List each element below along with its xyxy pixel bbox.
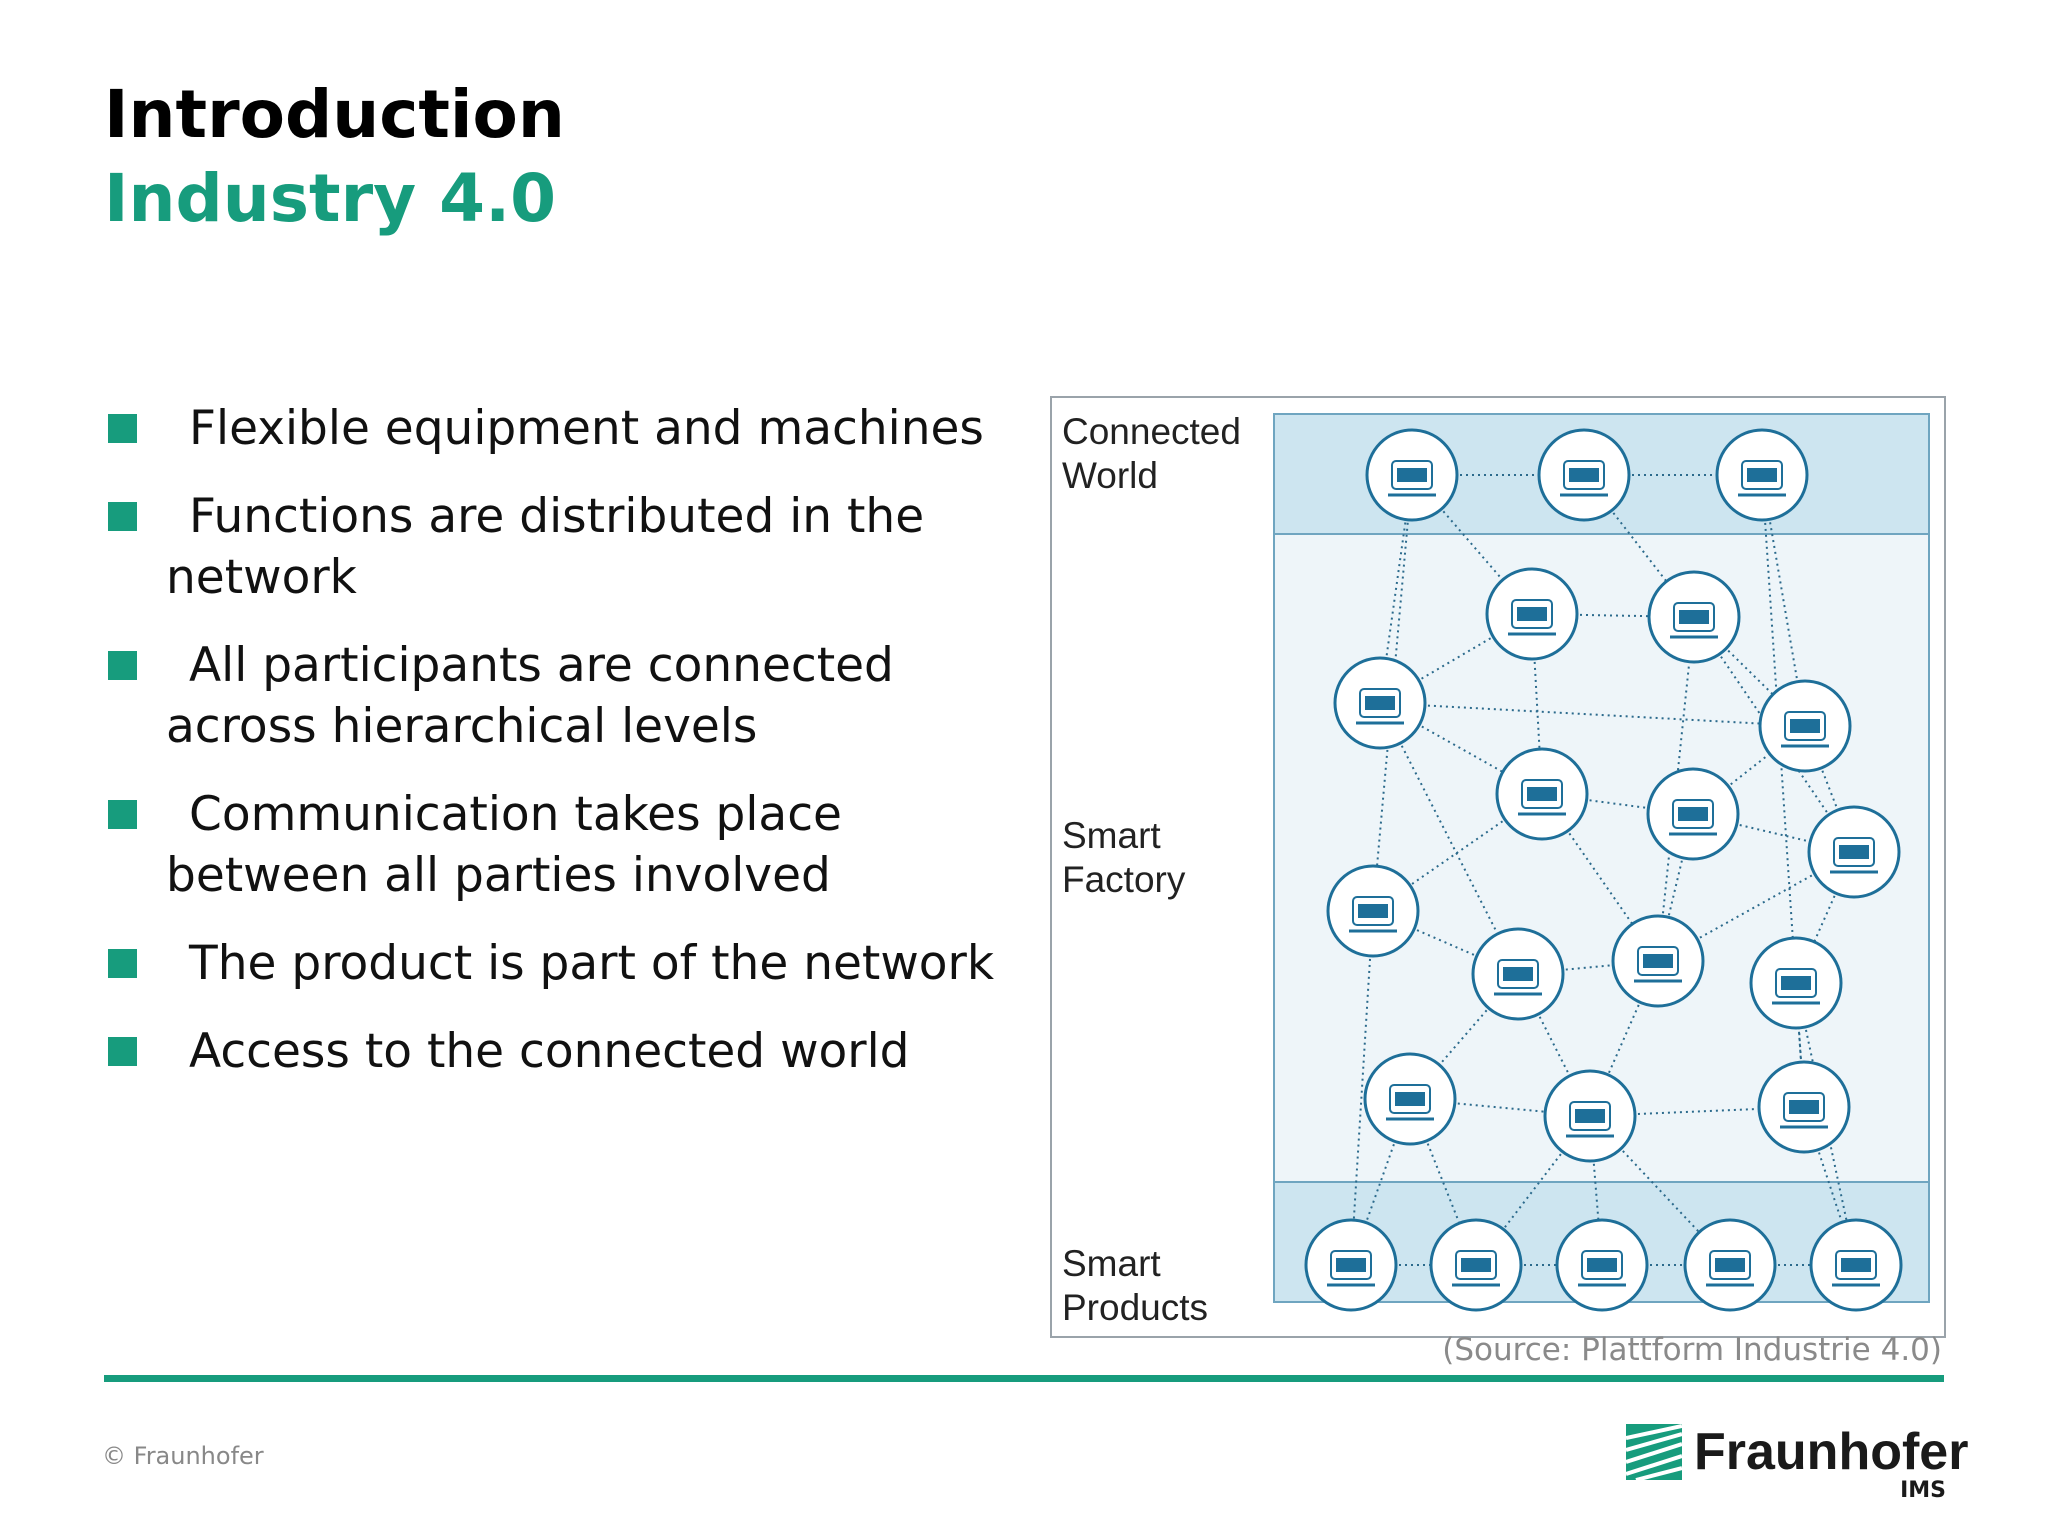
globe-icon [1537,428,1631,522]
laptop-chart-icon [1749,936,1843,1030]
bullet-square-icon [108,949,137,978]
bullet-square-icon [108,1037,137,1066]
bullet-item: The product is part of the network [108,933,1038,994]
car-icon [1809,1218,1903,1312]
bullet-item: Communication takes place between all pa… [108,784,1038,906]
factory-icon [1647,570,1741,664]
bullet-square-icon [108,502,137,531]
office-building-icon [1485,567,1579,661]
network-link [1350,910,1374,1266]
spreadsheet-icon [1471,927,1565,1021]
network-link [1379,702,1519,975]
footer-divider [104,1375,1944,1382]
engine-icon [1683,1218,1777,1312]
motor-icon [1363,1052,1457,1146]
industry-network-figure: Connected World Smart Factory Smart Prod… [1050,396,1946,1338]
robot-arm-conveyor-icon [1495,747,1589,841]
smart-factory-label: Smart Factory [1062,815,1186,900]
network-link [1589,1115,1731,1266]
refinery-icon [1758,679,1852,773]
cloud-circuit-icon [1365,428,1459,522]
figure-source-caption: (Source: Plattform Industrie 4.0) [1442,1332,1942,1368]
bullet-item: Access to the connected world [108,1021,1038,1082]
washing-machine-icon [1429,1218,1523,1312]
fraunhofer-logo: Fraunhofer IMS [1626,1410,1968,1503]
connected-world-label: Connected World [1062,411,1241,496]
network-link [1372,474,1413,912]
robot-cart-icon [1333,656,1427,750]
bullet-square-icon [108,414,137,443]
laptop-tools-icon [1326,864,1420,958]
network-link [1589,960,1659,1117]
network-diagram [1273,413,1930,1312]
idea-worker-icon [1611,914,1705,1008]
logo-unit: IMS [1900,1478,1946,1503]
bullet-square-icon [108,651,137,680]
steam-valve-icon [1807,805,1901,899]
pipe-valve-icon [1757,1060,1851,1154]
fraunhofer-mark-icon [1626,1424,1682,1480]
bullet-square-icon [108,800,137,829]
network-link [1804,725,1855,853]
smart-products-label: Smart Products [1062,1243,1209,1328]
slide-subtitle: Industry 4.0 [104,160,557,237]
network-link [1379,702,1806,727]
network-nodes [1304,428,1903,1312]
bullet-item: All participants are connected across hi… [108,635,1038,757]
bullet-item: Flexible equipment and machines [108,398,1038,459]
network-link [1657,616,1695,962]
bullet-item: Functions are distributed in the network [108,486,1038,608]
slide-title: Introduction [104,76,565,153]
copyright-text: © Fraunhofer [102,1442,264,1470]
logo-wordmark: Fraunhofer [1694,1423,1969,1481]
gears-icon [1646,767,1740,861]
tractor-icon [1304,1218,1398,1312]
network-link [1379,474,1413,704]
monitor-icon [1555,1218,1649,1312]
cloud-computers-icon [1715,428,1809,522]
barcode-scanner-icon [1543,1069,1637,1163]
network-link [1372,793,1543,912]
network-link [1372,910,1519,975]
bullet-list: Flexible equipment and machines Function… [108,398,1038,1109]
